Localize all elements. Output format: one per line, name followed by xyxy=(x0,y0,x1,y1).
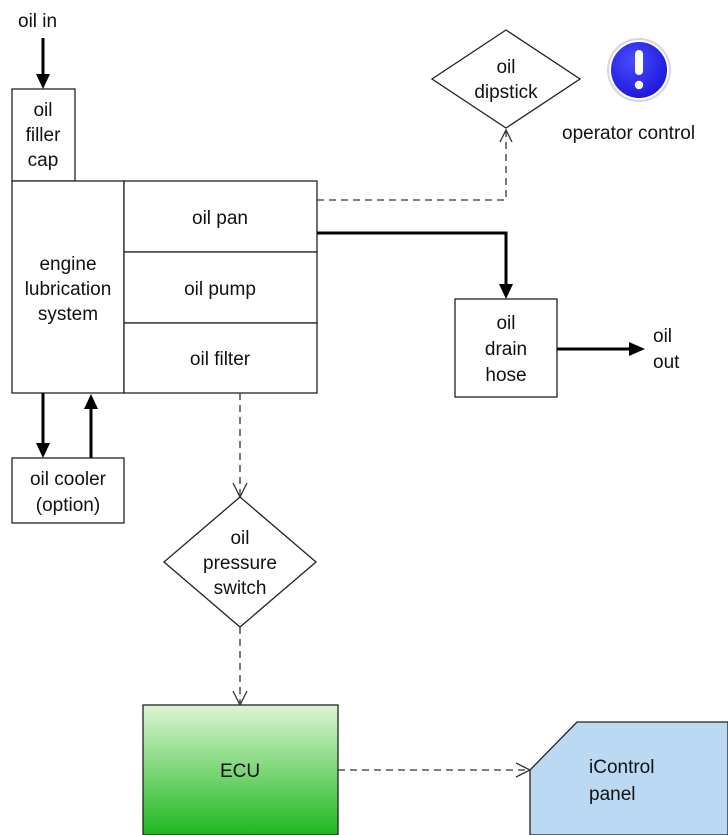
oil-cooler-node: oil cooler (option) xyxy=(11,457,125,524)
svg-text:(option): (option) xyxy=(36,495,100,516)
icontrol-panel-label-line1: iControl xyxy=(589,757,654,778)
drain-to-out-arrowhead xyxy=(629,342,645,356)
svg-text:pressure: pressure xyxy=(203,553,277,574)
pan-to-dipstick-arrowhead xyxy=(499,128,513,143)
oil-pan-node: oil pan xyxy=(123,180,318,253)
svg-text:oil pump: oil pump xyxy=(184,279,256,300)
pan-to-drain-arrowhead xyxy=(499,284,513,299)
oil-out-label-line1: oil xyxy=(653,326,672,347)
svg-text:oil pan: oil pan xyxy=(192,208,248,229)
oil-filter-node: oil filter xyxy=(123,322,318,394)
operator-control-label: operator control xyxy=(562,123,695,144)
icontrol-panel-label-line2: panel xyxy=(589,784,636,805)
svg-text:cap: cap xyxy=(28,150,59,171)
svg-text:filler: filler xyxy=(26,125,62,146)
svg-text:dipstick: dipstick xyxy=(474,82,538,103)
exclamation-circle-icon xyxy=(607,38,671,102)
oil-filler-cap-node: oil filler cap xyxy=(11,88,76,182)
svg-text:oil filter: oil filter xyxy=(190,349,251,370)
engine-lubrication-system-node: engine lubrication system xyxy=(11,180,125,394)
pan-to-dipstick-line xyxy=(317,131,507,201)
oil-in-arrowhead xyxy=(36,74,50,89)
svg-text:oil: oil xyxy=(496,313,515,334)
svg-text:lubrication: lubrication xyxy=(25,279,112,300)
svg-text:oil: oil xyxy=(230,528,249,549)
svg-text:engine: engine xyxy=(39,254,96,275)
svg-text:ECU: ECU xyxy=(220,761,260,782)
svg-text:hose: hose xyxy=(485,365,526,386)
svg-text:oil: oil xyxy=(496,57,515,78)
oil-in-label: oil in xyxy=(18,11,57,32)
ecu-node: ECU xyxy=(142,704,339,835)
svg-text:switch: switch xyxy=(214,578,267,599)
to-oil-cooler-arrowhead xyxy=(36,443,50,458)
svg-text:oil cooler: oil cooler xyxy=(30,469,107,490)
oil-dipstick-node: oil dipstick xyxy=(430,29,582,129)
svg-text:system: system xyxy=(38,304,98,325)
icontrol-panel-node: iControl panel xyxy=(529,721,728,835)
from-oil-cooler-arrowhead xyxy=(84,394,98,409)
pan-to-drain-line xyxy=(317,231,508,286)
oil-pressure-switch-node: oil pressure switch xyxy=(162,496,318,628)
oil-out-label-line2: out xyxy=(653,352,680,373)
svg-text:oil: oil xyxy=(33,100,52,121)
oil-pump-node: oil pump xyxy=(123,251,318,324)
oil-drain-hose-node: oil drain hose xyxy=(454,298,558,398)
svg-text:drain: drain xyxy=(485,339,527,360)
